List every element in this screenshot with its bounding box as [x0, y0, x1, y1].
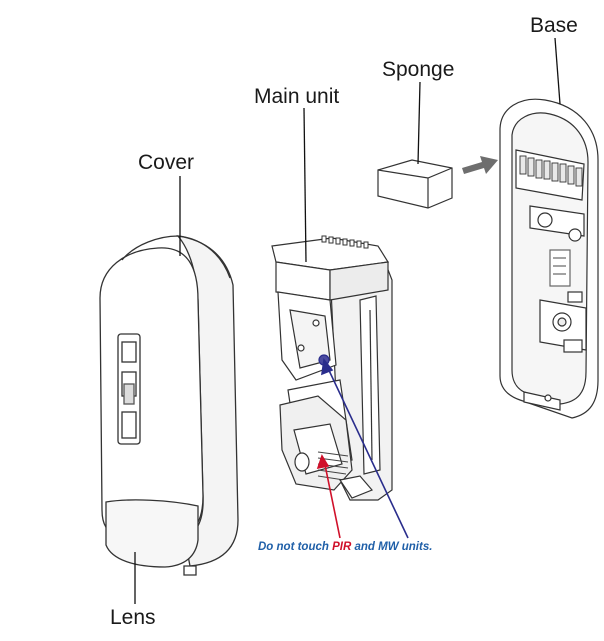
base-part — [499, 98, 599, 419]
mw-pointer — [325, 363, 409, 539]
warning-pointers — [316, 358, 409, 539]
cover-label: Cover — [138, 151, 195, 174]
lens-label: Lens — [110, 606, 156, 629]
note-prefix: Do not touch — [258, 541, 333, 553]
main-unit-label: Main unit — [254, 85, 340, 108]
note-suffix: units. — [398, 541, 433, 553]
main-unit-part — [271, 235, 393, 501]
warning-note: Do not touch PIR and MW units. — [258, 541, 432, 553]
base-label: Base — [530, 14, 578, 37]
leader-lines — [134, 37, 561, 604]
sponge-label: Sponge — [382, 58, 455, 81]
terminal-screws — [519, 155, 583, 187]
note-pir: PIR — [332, 541, 352, 553]
note-mw: MW — [378, 541, 399, 553]
sponge-part — [377, 159, 453, 209]
connector-pins — [321, 235, 369, 249]
note-middle: and — [351, 541, 379, 553]
insert-arrow — [462, 156, 498, 174]
pir-pointer — [323, 459, 341, 539]
cover-part — [99, 235, 239, 576]
